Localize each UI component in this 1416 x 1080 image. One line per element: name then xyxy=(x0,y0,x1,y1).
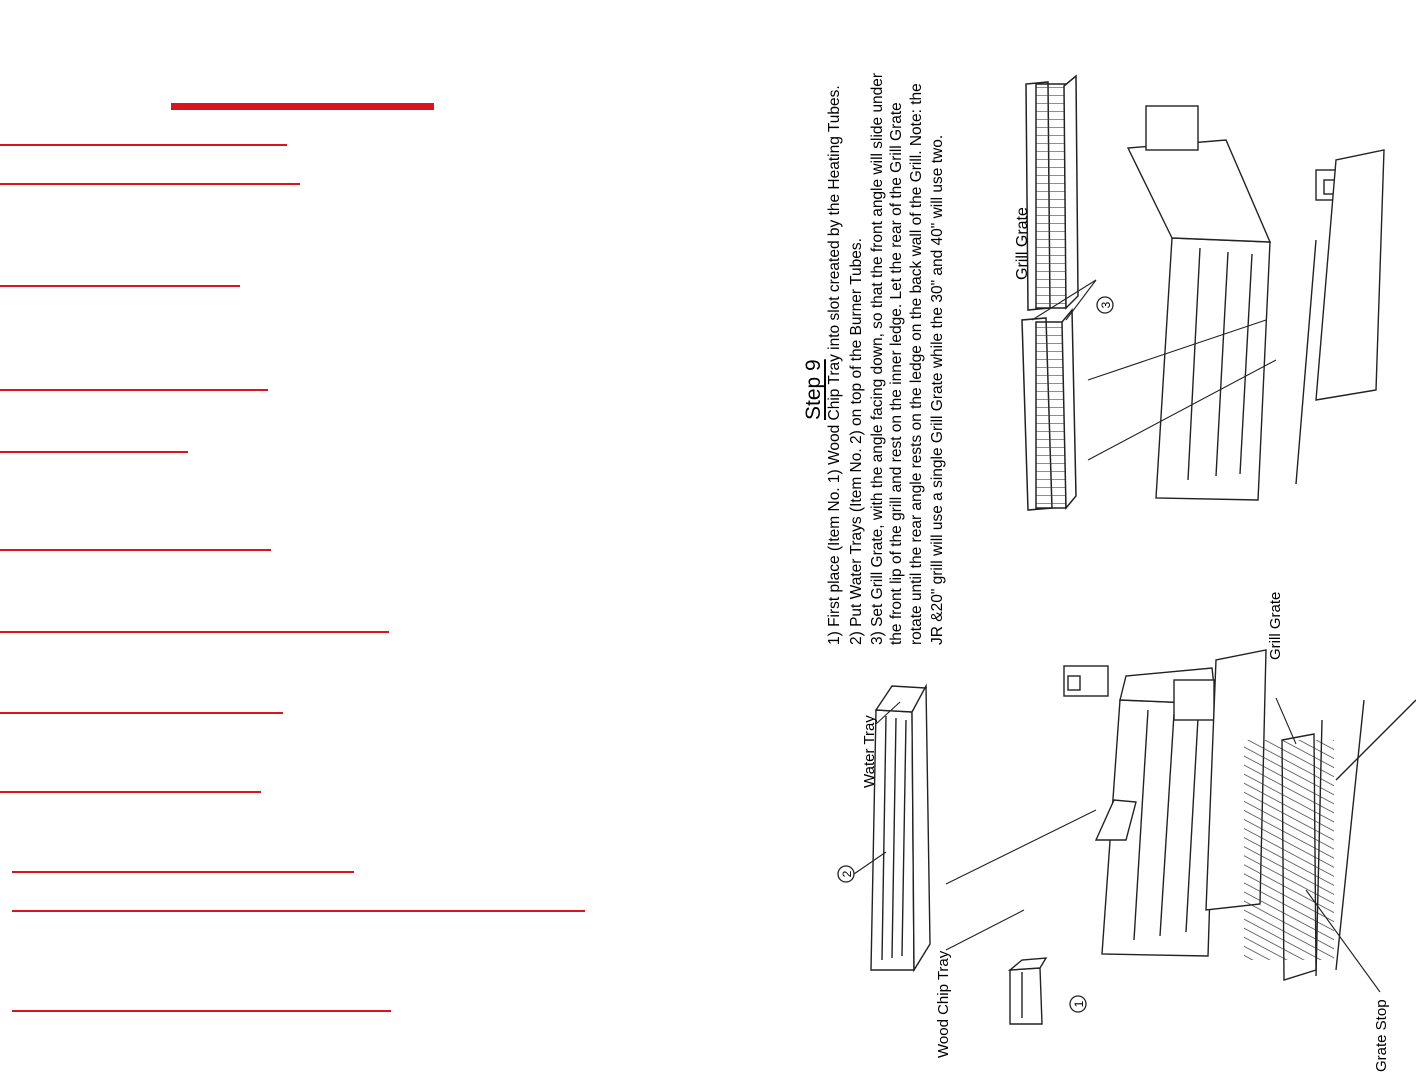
redaction-line xyxy=(0,549,271,551)
grill-body-upper xyxy=(1126,105,1385,501)
callout-3-number: 3 xyxy=(1099,301,1113,308)
grill-grate-a xyxy=(1021,307,1077,511)
redaction-bar-heading xyxy=(171,103,434,110)
redaction-line xyxy=(12,910,585,912)
callout-1-circle xyxy=(1069,995,1087,1013)
instruction-panel: Step 9 1) First place (Item No. 1) Wood … xyxy=(796,0,1416,1080)
callout-2-number: 2 xyxy=(840,870,854,877)
redaction-line xyxy=(0,712,283,714)
grate-detail xyxy=(1244,699,1416,981)
redaction-line xyxy=(0,389,268,391)
wood-chip-tray-label: Wood Chip Tray xyxy=(935,950,952,1058)
redaction-line xyxy=(0,791,261,793)
assembly-diagram: 3 Grill Grate Water Tray 2 Wood Chip Tra… xyxy=(837,74,1416,1072)
redaction-line xyxy=(0,183,300,185)
callout-leaders-upper xyxy=(1031,279,1277,461)
grill-grate-b xyxy=(1025,74,1079,311)
grill-body-lower xyxy=(1063,649,1267,957)
redaction-line xyxy=(12,871,354,873)
wood-chip-tray xyxy=(1007,957,1048,1025)
redaction-line xyxy=(12,1010,391,1012)
callout-3-circle xyxy=(1096,296,1114,314)
redaction-line xyxy=(0,285,240,287)
grill-grate-label: Grill Grate xyxy=(1014,207,1031,280)
water-tray-label: Water Tray xyxy=(861,715,878,788)
grate-stop-label: Grate Stop xyxy=(1373,999,1390,1072)
redaction-line xyxy=(0,144,287,146)
redaction-line xyxy=(0,631,389,633)
callout-1-number: 1 xyxy=(1072,1000,1086,1007)
grill-grate-detail-label: Grill Grate xyxy=(1267,592,1284,660)
redaction-line xyxy=(0,451,188,453)
water-tray xyxy=(870,683,931,973)
